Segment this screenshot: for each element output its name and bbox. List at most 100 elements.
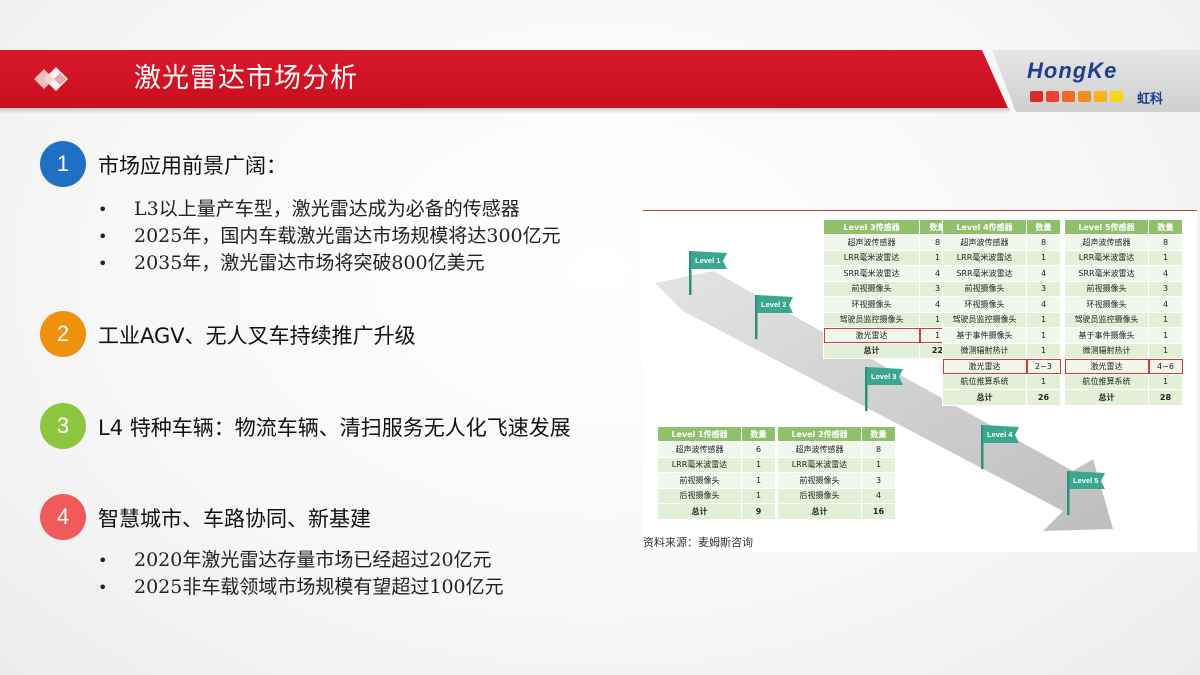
logo-wordmark: HongKe [1027,58,1118,83]
table-total: 总计 [777,503,862,520]
table-cell: 8 [1026,234,1061,251]
table-cell: 前视摄像头 [942,280,1027,297]
table-header: Level 1传感器 [657,426,742,442]
table-cell: 环视摄像头 [942,296,1027,313]
table-total: 26 [1026,389,1061,406]
point-title: L4 特种车辆：物流车辆、清扫服务无人化飞速发展 [98,416,571,440]
bullet-item: 2035年，激光雷达市场将突破800亿美元 [98,250,561,277]
logo-dot [1110,91,1123,102]
table-cell: 后视摄像头 [657,487,742,504]
bullet-item: 2020年激光雷达存量市场已经超过20亿元 [98,547,504,574]
table-cell: 1 [741,487,776,504]
table-cell: 1 [1148,311,1183,328]
point-title: 工业AGV、无人叉车持续推广升级 [98,324,416,348]
table-cell: 3 [1148,280,1183,297]
point-title: 市场应用前景广阔： [98,154,287,178]
title-bar [0,50,1008,108]
table-cell: 1 [741,456,776,473]
table-header: Level 5传感器 [1064,219,1149,235]
table-cell: 超声波传感器 [657,441,742,458]
level-flag: Level 5 [1067,471,1105,515]
figure-source: 资料来源：麦姆斯咨询 [643,536,753,549]
table-total: 总计 [657,503,742,520]
logo-dot [1030,91,1043,102]
table-cell: LRR毫米波雷达 [823,249,920,266]
table-cell-highlight: 2~3 [1026,358,1061,375]
table-cell-highlight: 激光雷达 [823,327,920,344]
table-cell: 前视摄像头 [1064,280,1149,297]
logo-dot [1062,91,1075,102]
table-cell: 超声波传感器 [1064,234,1149,251]
table-cell: 1 [1026,342,1061,359]
table-cell: LRR毫米波雷达 [657,456,742,473]
level-flag-label: Level 1 [695,256,720,265]
table-cell: 1 [1148,373,1183,390]
table-cell: 8 [861,441,896,458]
table-cell: 超声波传感器 [942,234,1027,251]
table-cell: 1 [1148,327,1183,344]
table-total: 总计 [942,389,1027,406]
table-cell: 基于事件摄像头 [942,327,1027,344]
table-cell: 1 [1148,342,1183,359]
table-cell: 6 [741,441,776,458]
number-badge: 3 [40,403,86,449]
table-cell: 航位推算系统 [942,373,1027,390]
table-cell-highlight: 激光雷达 [1064,358,1149,375]
table-cell: 1 [1026,311,1061,328]
bullet-item: L3以上量产车型，激光雷达成为必备的传感器 [98,196,561,223]
table-header: 数量 [1026,219,1061,235]
logo-dot [1094,91,1107,102]
level-flag-label: Level 5 [1073,476,1098,485]
title-bar-shadow [0,108,1010,114]
table-cell: 1 [1148,249,1183,266]
level-flag: Level 1 [689,251,727,295]
table-cell: 4 [1026,265,1061,282]
table-cell: 4 [1148,265,1183,282]
logo-cn-text: 虹科 [1137,92,1164,107]
table-cell: 1 [1026,249,1061,266]
table-cell: 1 [861,456,896,473]
table-cell: SRR毫米波雷达 [942,265,1027,282]
table-header: Level 4传感器 [942,219,1027,235]
table-cell: LRR毫米波雷达 [1064,249,1149,266]
diagonal-arrow [655,271,1113,531]
level-flag-label: Level 2 [761,300,786,309]
table-cell: 4 [861,487,896,504]
diamond-logo-icon [34,67,68,91]
table-cell: 航位推算系统 [1064,373,1149,390]
bullet-item: 2025年，国内车载激光雷达市场规模将达300亿元 [98,223,561,250]
logo-dot [1046,91,1059,102]
table-cell: 1 [1026,327,1061,344]
bullet-item: 2025非车载领域市场规模有望超过100亿元 [98,574,504,601]
table-cell: 4 [1148,296,1183,313]
table-cell: 微测辐射热计 [1064,342,1149,359]
point-1-bullets: L3以上量产车型，激光雷达成为必备的传感器 2025年，国内车载激光雷达市场规模… [98,196,561,277]
table-cell: LRR毫米波雷达 [777,456,862,473]
table-cell: 3 [1026,280,1061,297]
table-cell: 1 [1026,373,1061,390]
table-cell: 8 [1148,234,1183,251]
table-total: 16 [861,503,896,520]
table-cell: 驾驶员监控摄像头 [942,311,1027,328]
table-header: 数量 [1148,219,1183,235]
table-cell: 驾驶员监控摄像头 [823,311,920,328]
level-flag-label: Level 4 [987,430,1013,439]
table-cell: 前视摄像头 [823,280,920,297]
table-total: 总计 [1064,389,1149,406]
number-badge: 4 [40,494,86,540]
point-title: 智慧城市、车路协同、新基建 [98,507,371,531]
number-badge: 1 [40,141,86,187]
table-header: 数量 [861,426,896,442]
table-cell: 前视摄像头 [657,472,742,489]
table-cell: 超声波传感器 [777,441,862,458]
table-cell: 环视摄像头 [1064,296,1149,313]
table-cell: SRR毫米波雷达 [1064,265,1149,282]
